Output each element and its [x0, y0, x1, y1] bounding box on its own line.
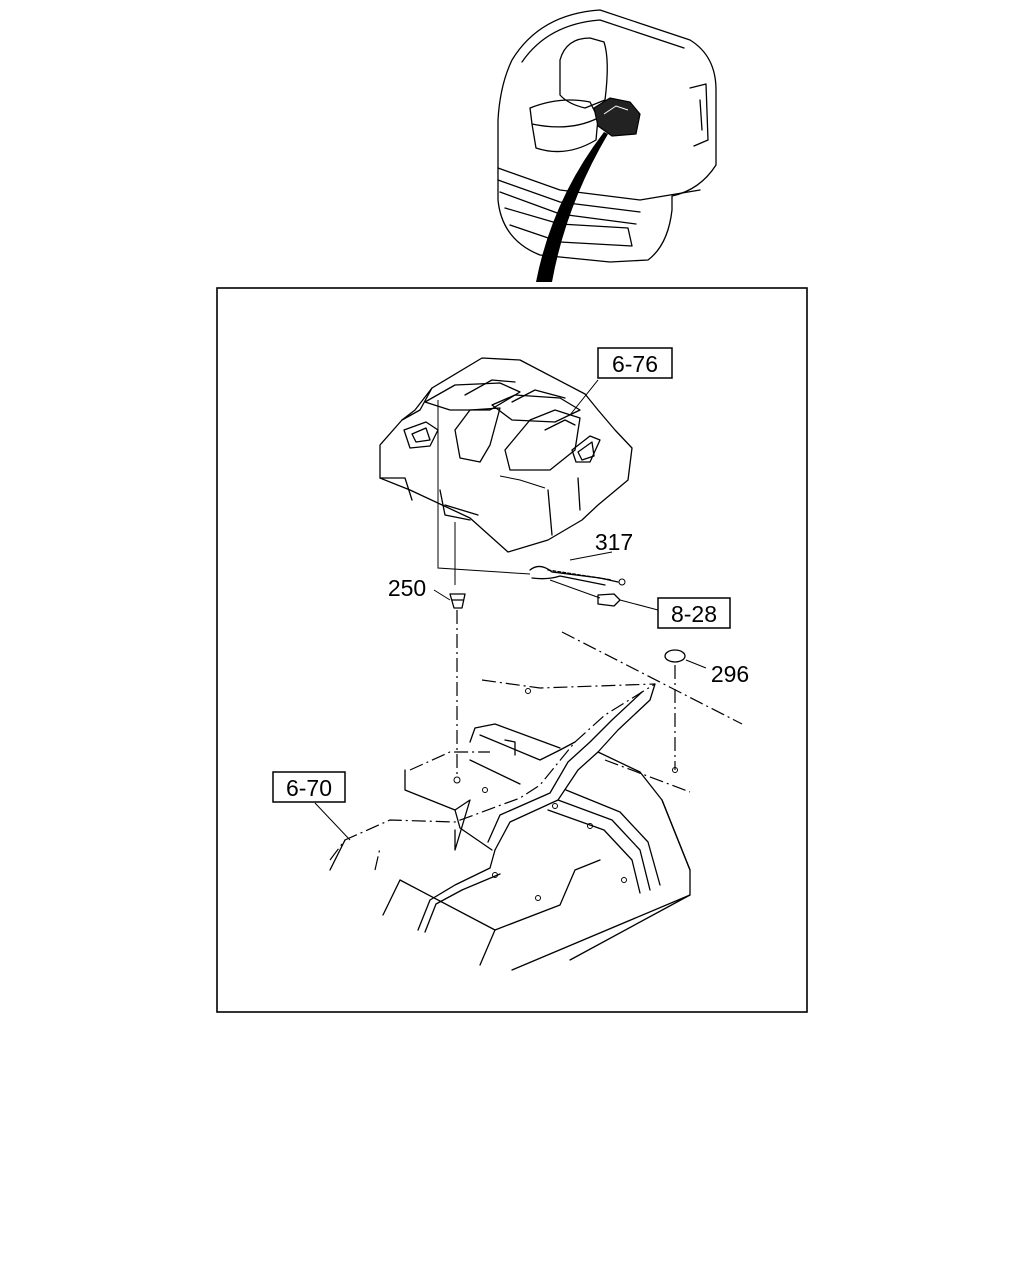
callout-250-label: 250: [388, 575, 426, 601]
callout-6-70[interactable]: 6-70: [272, 771, 346, 803]
callout-317: 317: [595, 529, 633, 555]
part-8-28-connector: [597, 593, 659, 611]
callout-6-70-label: 6-70: [286, 775, 332, 801]
part-296-plug: [664, 649, 707, 773]
part-250-clip: [433, 589, 466, 775]
floor-panel-illustration: [314, 631, 743, 971]
callout-296: 296: [711, 661, 749, 687]
callout-317-label: 317: [595, 529, 633, 555]
callout-6-76[interactable]: 6-76: [597, 347, 673, 379]
cab-overview-illustration: [497, 9, 717, 282]
callout-296-label: 296: [711, 661, 749, 687]
callout-8-28[interactable]: 8-28: [657, 597, 731, 629]
callout-6-76-label: 6-76: [612, 351, 658, 377]
cover-clip-guides: [437, 400, 531, 585]
callout-250: 250: [388, 575, 426, 601]
callout-8-28-label: 8-28: [671, 601, 717, 627]
part-317-harness: [529, 551, 626, 599]
detail-frame: [216, 287, 808, 1013]
console-cover-illustration: [379, 357, 633, 553]
